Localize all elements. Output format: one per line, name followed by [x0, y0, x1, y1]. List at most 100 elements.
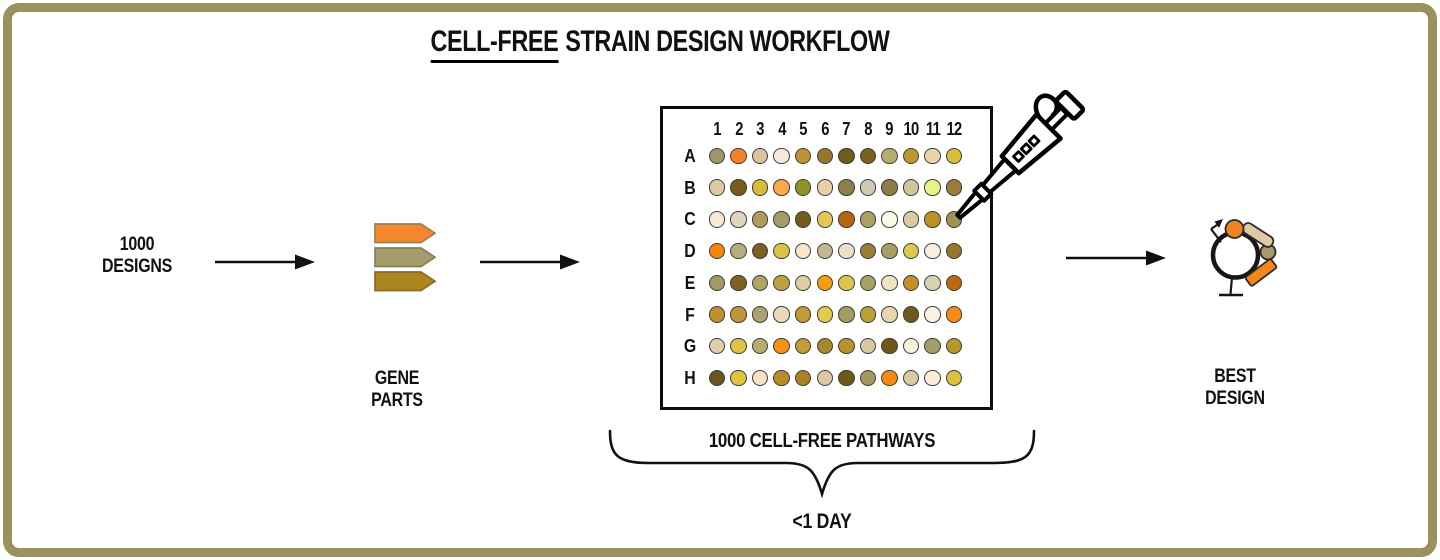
well-B12: [945, 179, 963, 196]
well-F7: [838, 306, 855, 323]
gene-parts-label: GENE PARTS: [313, 368, 481, 412]
well-C4: [773, 211, 790, 228]
column-label-8: 8: [864, 119, 872, 139]
well-B8: [859, 179, 877, 196]
well-G5: [794, 337, 812, 355]
well-C7: [838, 211, 855, 228]
well-D11: [924, 242, 941, 260]
well-F6: [816, 306, 833, 323]
well-A6: [816, 147, 833, 165]
well-A5: [794, 147, 812, 165]
promoter-arrow-head-icon: [1214, 219, 1223, 228]
row-label-C: C: [684, 209, 696, 230]
well-B10: [902, 179, 920, 196]
best-design-label-line2: DESIGN: [1205, 388, 1265, 409]
curly-brace-path: [608, 429, 1036, 499]
pipette-display-square-2: [1019, 142, 1033, 156]
promoter-arrow-segment: [1210, 224, 1218, 230]
well-H8: [859, 369, 877, 387]
well-D2: [730, 242, 747, 260]
well-F12: [945, 306, 963, 323]
well-A3: [751, 147, 769, 165]
plasmid-orange-part: [1244, 258, 1278, 287]
well-E3: [751, 274, 769, 292]
best-design-label-line1: BEST: [1214, 366, 1256, 387]
well-B9: [881, 179, 898, 196]
well-C2: [730, 211, 747, 228]
well-F8: [859, 306, 877, 323]
well-A11: [924, 147, 941, 165]
gene-part-arrow-2: [374, 247, 437, 268]
well-B2: [730, 179, 747, 196]
arrow-head-icon: [560, 254, 580, 270]
well-D7: [838, 242, 855, 260]
well-F9: [881, 306, 898, 323]
column-label-4: 4: [777, 119, 786, 139]
well-B4: [773, 179, 790, 196]
well-H12: [945, 369, 963, 387]
column-label-5: 5: [799, 119, 807, 139]
well-H5: [794, 369, 812, 387]
well-C10: [902, 211, 920, 228]
well-B6: [816, 179, 833, 196]
well-C11: [924, 211, 941, 228]
well-E1: [708, 274, 726, 292]
well-C1: [708, 211, 726, 228]
designs-label-line2: DESIGNS: [101, 256, 173, 277]
well-C8: [859, 211, 877, 228]
well-H7: [838, 369, 855, 387]
well-D10: [902, 242, 920, 260]
well-D3: [751, 242, 769, 260]
pipette-icon: [955, 89, 1086, 220]
arrow-head-icon: [295, 254, 315, 270]
well-A9: [881, 147, 898, 165]
pipette-display-square-1: [1012, 150, 1025, 163]
well-C3: [751, 211, 769, 228]
well-A12: [945, 147, 963, 165]
well-C9: [881, 211, 898, 228]
row-label-D: D: [684, 241, 696, 262]
well-H10: [902, 369, 920, 387]
column-label-6: 6: [820, 119, 829, 139]
row-label-A: A: [684, 146, 696, 166]
well-A2: [730, 147, 747, 165]
well-E5: [794, 274, 812, 292]
well-A4: [773, 147, 790, 165]
well-D6: [816, 242, 833, 260]
well-G3: [751, 337, 769, 355]
gene-parts-icon: [374, 223, 437, 292]
well-F3: [751, 306, 769, 323]
well-G2: [730, 337, 747, 355]
row-label-G: G: [683, 336, 697, 357]
column-label-1: 1: [713, 119, 721, 139]
well-H9: [881, 369, 898, 387]
column-label-9: 9: [885, 119, 894, 139]
row-label-H: H: [684, 367, 696, 388]
designs-label: 1000 DESIGNS: [53, 234, 221, 278]
well-F11: [924, 306, 941, 323]
gene-parts-label-line2: PARTS: [371, 390, 423, 411]
well-F5: [794, 306, 812, 323]
plasmid-icon: [1210, 219, 1278, 297]
well-E7: [838, 274, 855, 292]
well-G4: [773, 337, 790, 355]
well-H2: [730, 369, 747, 387]
gene-part-arrow-3: [374, 271, 437, 292]
row-label-E: E: [684, 272, 696, 293]
well-D5: [794, 242, 812, 260]
well-C5: [794, 211, 812, 228]
well-B7: [838, 179, 855, 196]
well-D8: [859, 242, 877, 260]
plate-caption: 1000 CELL-FREE PATHWAYS: [708, 430, 936, 452]
best-design-label: BEST DESIGN: [1151, 366, 1319, 410]
well-E11: [924, 274, 941, 292]
well-F2: [730, 306, 747, 323]
row-label-B: B: [684, 177, 696, 198]
well-B1: [708, 179, 726, 196]
well-E6: [816, 274, 833, 292]
well-A10: [902, 147, 920, 165]
well-H1: [708, 369, 726, 387]
